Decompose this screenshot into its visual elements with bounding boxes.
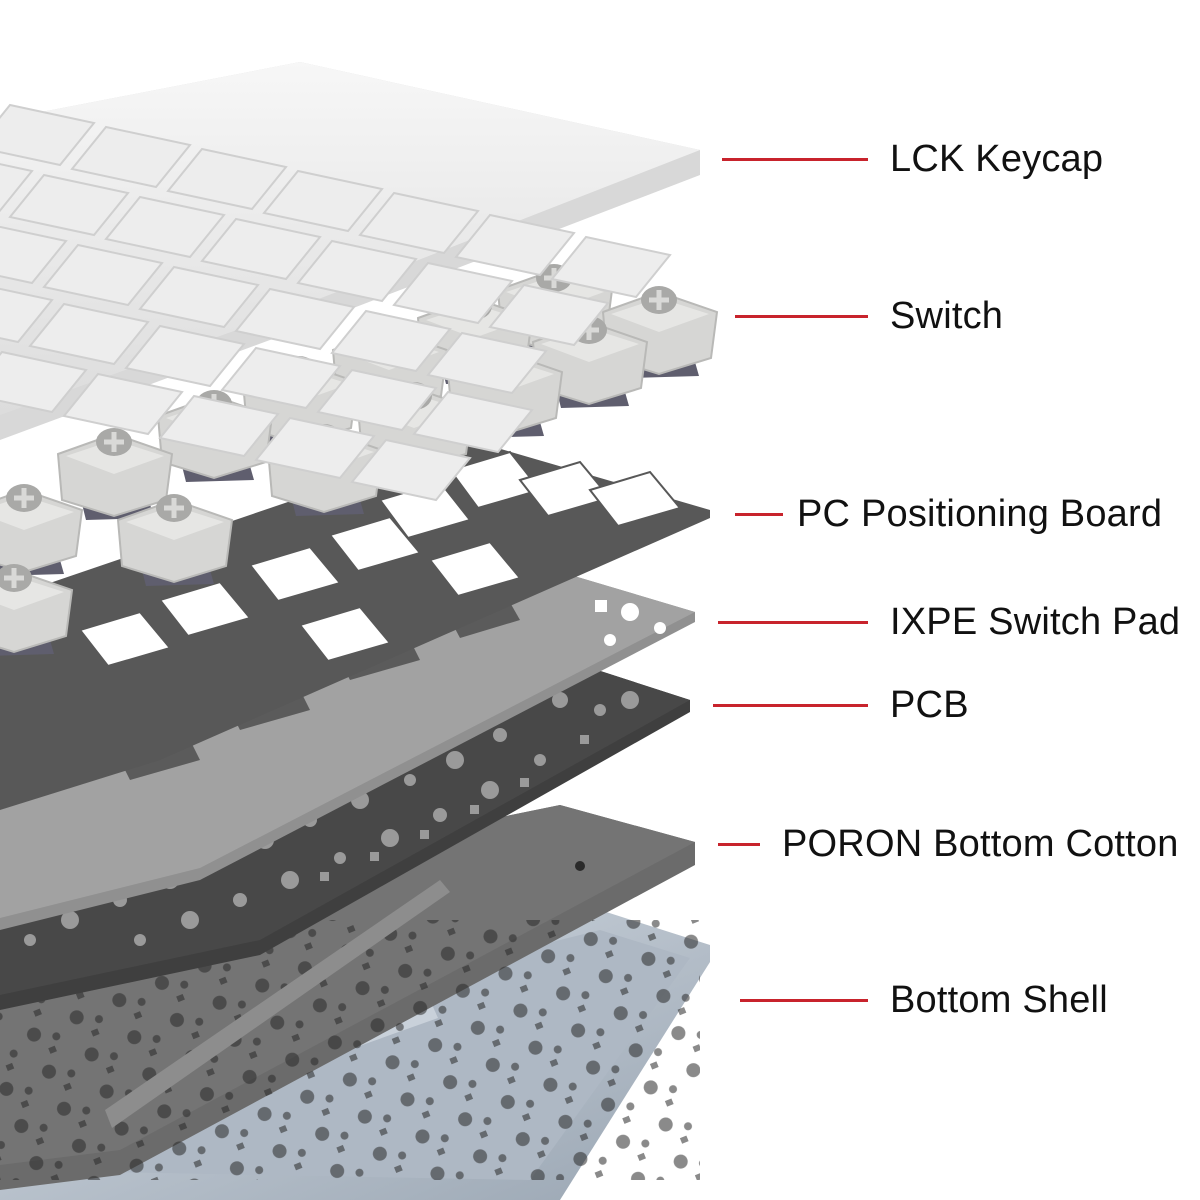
keycap: [0, 287, 54, 344]
keycap: [392, 261, 514, 325]
keycap: [0, 350, 88, 414]
label-lck-keycap: LCK Keycap: [890, 137, 1104, 180]
keycap: [316, 368, 438, 432]
keycap: [124, 324, 246, 388]
keycap: [166, 147, 288, 211]
pc-positioning-board-layer: [0, 440, 710, 810]
callout-ixpe-pad: IXPE Switch Pad: [718, 592, 1180, 652]
keycap: [28, 302, 150, 366]
leader-line: [722, 157, 868, 161]
keycap: [296, 239, 418, 303]
label-pcb: PCB: [890, 683, 969, 726]
mechanical-switch: [0, 484, 84, 576]
keycap: [234, 287, 356, 351]
mechanical-switch: [116, 494, 234, 586]
leader-line: [735, 512, 783, 516]
keycap: [220, 346, 342, 410]
keycap: [42, 243, 164, 307]
keycap: [70, 125, 192, 189]
keycap: [0, 225, 68, 285]
keycap: [0, 163, 34, 213]
label-ixpe-switch-pad: IXPE Switch Pad: [890, 600, 1181, 643]
callout-keycap: LCK Keycap: [722, 129, 1103, 189]
keycap: [426, 331, 548, 395]
leader-line: [718, 842, 760, 846]
exploded-keyboard-illustration: [0, 62, 719, 1200]
callout-switch: Switch: [735, 286, 1003, 346]
keycap: [262, 169, 384, 233]
label-bottom-shell: Bottom Shell: [890, 978, 1108, 1021]
leader-line: [740, 998, 868, 1002]
callout-pc-plate: PC Positioning Board: [735, 484, 1162, 544]
callout-pcb: PCB: [713, 675, 969, 735]
label-poron-bottom-cotton: PORON Bottom Cotton: [782, 822, 1179, 865]
keycap: [8, 173, 130, 237]
leader-line: [735, 314, 868, 318]
keycap: [254, 416, 376, 480]
label-pc-positioning-board: PC Positioning Board: [797, 492, 1163, 535]
leader-line: [713, 703, 868, 707]
keycap: [0, 103, 96, 167]
keycap: [350, 438, 472, 502]
leader-line: [718, 620, 868, 624]
keycap: [330, 309, 452, 373]
keycap: [138, 265, 260, 329]
keycap: [158, 394, 280, 458]
keycap: [412, 390, 534, 454]
keycap: [62, 372, 184, 436]
keycap: [454, 213, 576, 277]
callout-poron: PORON Bottom Cotton: [718, 814, 1179, 874]
keycap: [358, 191, 480, 255]
keycap: [200, 217, 322, 281]
mechanical-switch: [0, 564, 74, 656]
keycap-layer: [0, 62, 700, 502]
callout-bottom-shell: Bottom Shell: [740, 970, 1108, 1030]
label-switch: Switch: [890, 294, 1004, 337]
keycap: [104, 195, 226, 259]
keycap: [550, 235, 672, 299]
keycap: [488, 283, 610, 347]
